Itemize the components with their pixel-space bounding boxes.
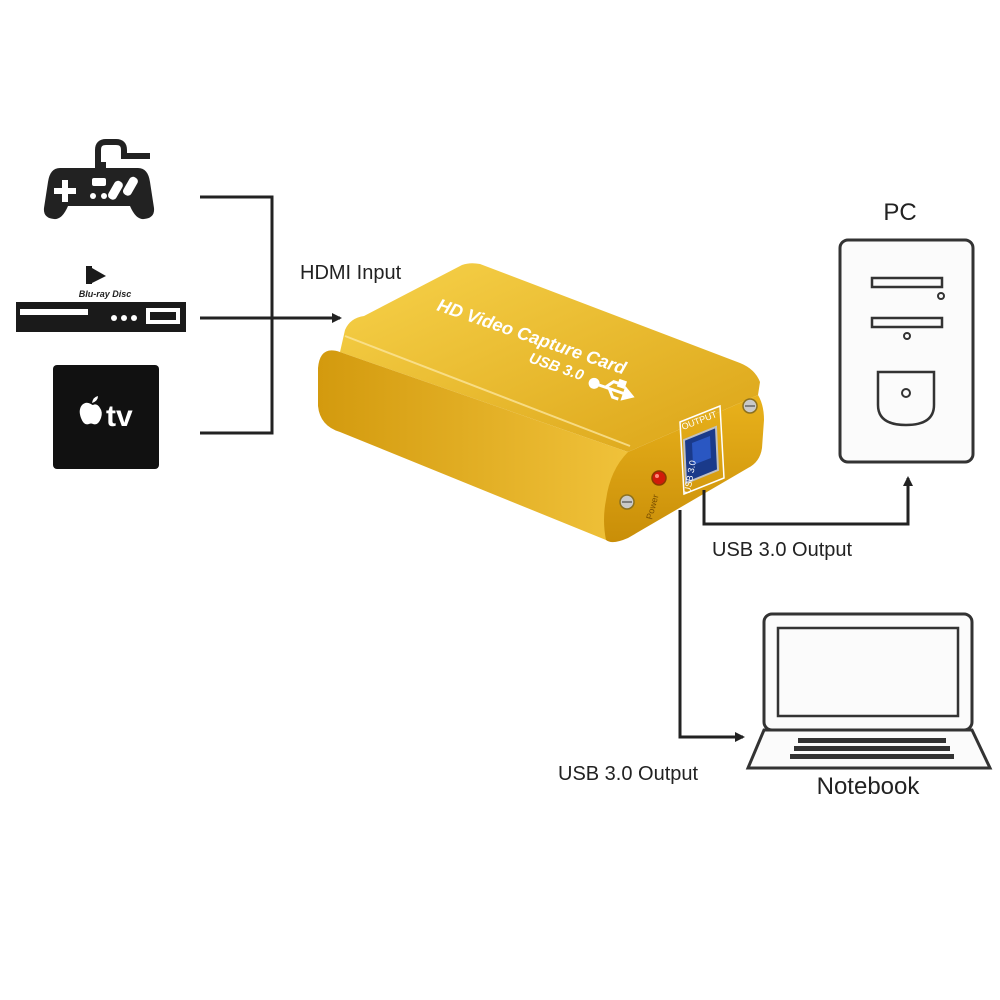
bluray-player-icon: Blu-ray Disc xyxy=(16,266,186,332)
power-led xyxy=(651,470,667,486)
pc-tower-icon xyxy=(838,238,975,464)
usb-output-notebook-label: USB 3.0 Output xyxy=(558,763,699,785)
laptop-icon xyxy=(745,612,993,770)
screw-right xyxy=(742,398,758,414)
usb-symbol-icon xyxy=(588,377,635,401)
bluray-logo-text: Blu-ray Disc xyxy=(79,289,132,299)
usb-output-port[interactable] xyxy=(679,404,725,496)
appletv-text: tv xyxy=(106,400,133,433)
screw-left xyxy=(619,494,635,510)
apple-logo-icon xyxy=(79,396,102,425)
usb-output-pc-label: USB 3.0 Output xyxy=(712,539,853,561)
apple-tv-icon: tv xyxy=(53,365,159,469)
notebook-label: Notebook xyxy=(817,773,921,800)
output-connector-lines xyxy=(678,476,913,742)
pc-label: PC xyxy=(883,199,916,226)
capture-card: HD Video Capture Card USB 3.0 Power xyxy=(318,263,764,543)
gamepad-icon xyxy=(43,139,155,220)
hdmi-input-label: HDMI Input xyxy=(300,262,402,284)
source-connector-lines xyxy=(200,195,342,435)
